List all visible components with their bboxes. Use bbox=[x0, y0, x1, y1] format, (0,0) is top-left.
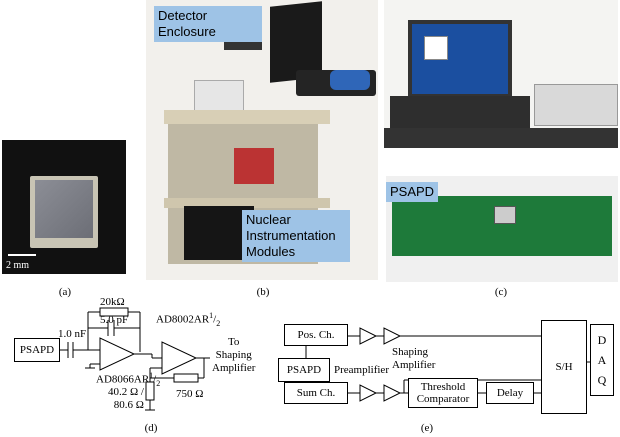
output-line1: To bbox=[227, 336, 240, 348]
shaping-line1: Shaping bbox=[392, 346, 429, 358]
photo-instrument-cart: Detector Enclosure Nuclear Instrumentati… bbox=[146, 0, 378, 280]
laptop-base bbox=[390, 96, 530, 130]
label-amp1: AD8066AR1/2 bbox=[96, 371, 161, 388]
threshold-line1: Threshold bbox=[420, 381, 466, 393]
amp2-sup: 1 bbox=[209, 311, 214, 320]
daq-box-diagram: D A Q bbox=[590, 324, 614, 396]
detector-active-area bbox=[35, 180, 93, 238]
daq-letter-q: Q bbox=[597, 373, 607, 387]
caption-d: (d) bbox=[144, 422, 158, 434]
cart-shelf-top bbox=[164, 110, 330, 124]
caption-a: (a) bbox=[58, 286, 72, 298]
caption-c: (c) bbox=[494, 286, 508, 298]
pos-ch-box: Pos. Ch. bbox=[284, 324, 348, 346]
label-c-in: 1.0 nF bbox=[58, 328, 87, 340]
amp2-name: AD8002AR bbox=[156, 313, 210, 326]
label-r-gnd: 40.2 Ω / 80.6 Ω bbox=[108, 386, 144, 412]
amp1-sub: 2 bbox=[156, 378, 161, 388]
amp2-sub: 2 bbox=[216, 318, 221, 328]
photo-psapd-detector: 2 mm bbox=[2, 140, 126, 274]
label-output: To Shaping Amplifier bbox=[212, 336, 255, 375]
shaping-line2: Amplifier bbox=[392, 359, 436, 371]
scale-label: 2 mm bbox=[6, 260, 30, 271]
caption-e: (e) bbox=[420, 422, 434, 434]
psapd-box: PSAPD bbox=[278, 358, 330, 382]
label-shaping-amp: Shaping Amplifier bbox=[392, 346, 435, 372]
photo-laptop-setup bbox=[384, 0, 618, 148]
caption-b: (b) bbox=[256, 286, 270, 298]
callout-nim: Nuclear Instrumentation Modules bbox=[242, 210, 350, 262]
cart-shelf-bottom bbox=[164, 198, 330, 208]
pcb-sensor bbox=[494, 206, 516, 224]
amp1-name: AD8066AR bbox=[96, 373, 150, 386]
r-gnd-line2: 80.6 Ω bbox=[113, 399, 144, 411]
table-surface bbox=[384, 128, 618, 148]
scale-bar bbox=[8, 254, 36, 256]
callout-psapd: PSAPD bbox=[386, 182, 439, 202]
keyboard-wrist-rest bbox=[330, 70, 370, 90]
input-psapd-box: PSAPD bbox=[14, 338, 60, 362]
daq-letter-a: A bbox=[597, 353, 607, 367]
sample-hold-box: S/H bbox=[541, 320, 587, 414]
output-line2: Shaping bbox=[215, 349, 252, 361]
callout-detector-enclosure: Detector Enclosure bbox=[154, 6, 262, 42]
label-c-fb: 5.0 pF bbox=[100, 314, 129, 326]
laptop-window bbox=[424, 36, 448, 60]
daq-box bbox=[534, 84, 618, 126]
threshold-comparator-box: Threshold Comparator bbox=[408, 378, 478, 408]
output-line3: Amplifier bbox=[212, 362, 256, 374]
daq-letter-d: D bbox=[597, 333, 607, 347]
label-r-fb: 20kΩ bbox=[100, 296, 125, 308]
label-amp2: AD8002AR1/2 bbox=[156, 311, 221, 328]
threshold-line2: Comparator bbox=[416, 393, 470, 405]
r-gnd-line1: 40.2 Ω / bbox=[108, 386, 144, 398]
photo-pcb-board: PSAPD bbox=[386, 176, 618, 282]
sum-ch-box: Sum Ch. bbox=[284, 382, 348, 404]
amp1-sup: 1 bbox=[149, 371, 154, 380]
label-preamplifier: Preamplifier bbox=[334, 364, 389, 376]
label-r-out: 750 Ω bbox=[176, 388, 204, 400]
delay-box: Delay bbox=[486, 382, 534, 404]
nim-modules bbox=[234, 148, 274, 184]
